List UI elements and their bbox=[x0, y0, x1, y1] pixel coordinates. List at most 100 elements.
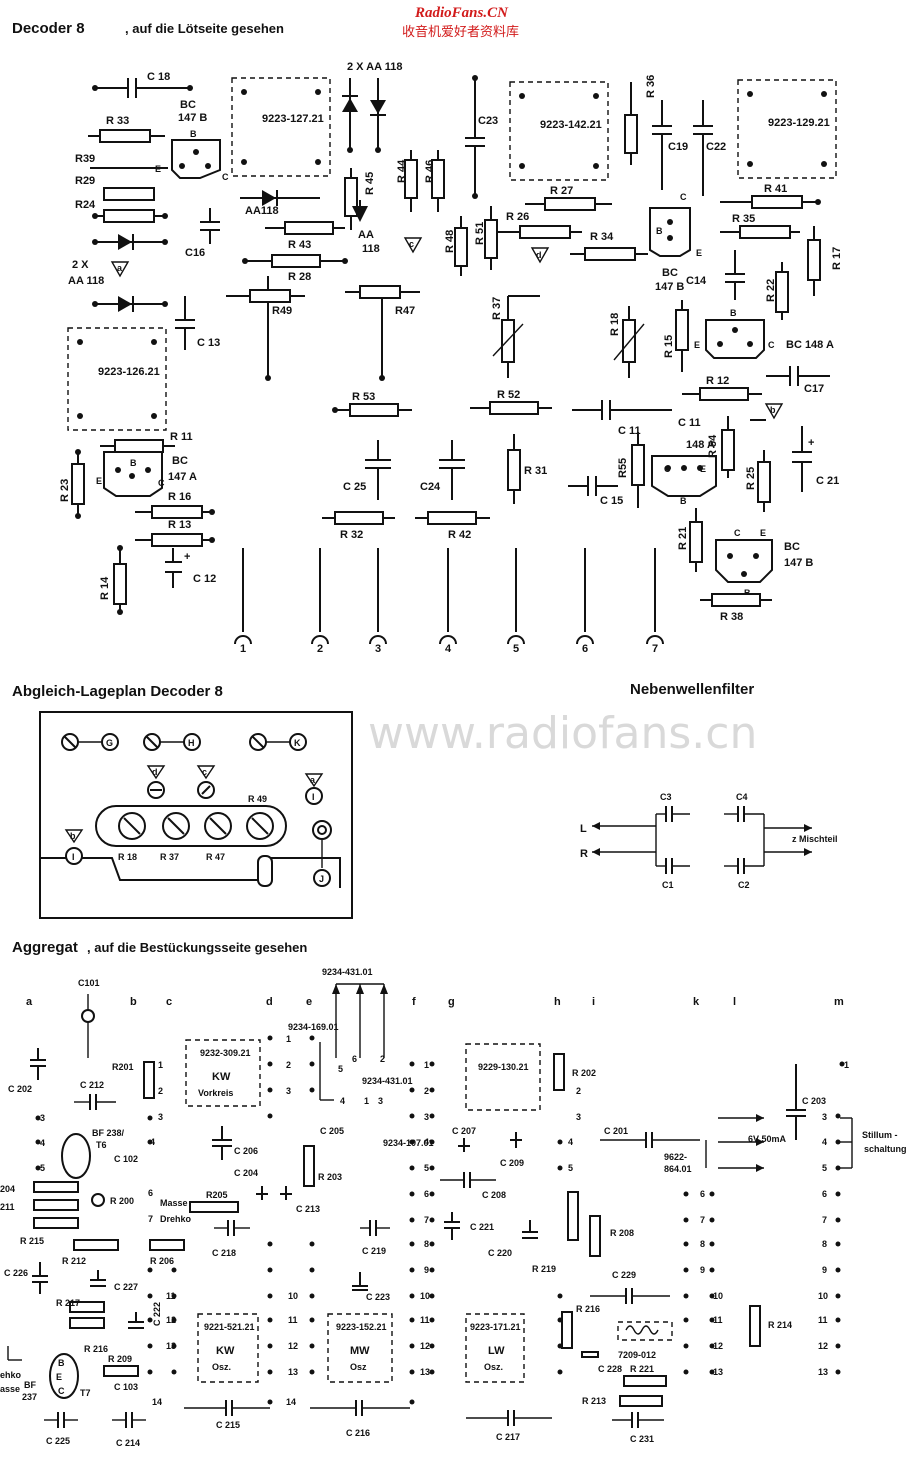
svg-text:13: 13 bbox=[818, 1367, 828, 1377]
svg-text:E: E bbox=[700, 464, 706, 474]
svg-text:MW: MW bbox=[350, 1345, 370, 1357]
svg-text:R 213: R 213 bbox=[582, 1396, 606, 1406]
watermark-site: www.radiofans.cn bbox=[368, 708, 757, 759]
svg-text:6: 6 bbox=[352, 1054, 357, 1064]
svg-text:BF 238/: BF 238/ bbox=[92, 1128, 125, 1138]
svg-text:c: c bbox=[166, 996, 172, 1008]
svg-text:9229-130.21: 9229-130.21 bbox=[478, 1062, 529, 1072]
diode-label-left: AA 118 bbox=[68, 275, 104, 287]
svg-text:148 A: 148 A bbox=[686, 439, 715, 451]
svg-text:E: E bbox=[696, 248, 702, 258]
svg-text:12: 12 bbox=[166, 1315, 176, 1325]
svg-text:R39: R39 bbox=[75, 153, 95, 165]
svg-text:864.01: 864.01 bbox=[664, 1164, 692, 1174]
svg-text:d: d bbox=[152, 767, 158, 777]
transistor-5 bbox=[715, 539, 773, 583]
filter-box-4 bbox=[67, 327, 167, 431]
module-kw-osz bbox=[197, 1313, 259, 1383]
svg-text:5: 5 bbox=[338, 1064, 343, 1074]
svg-text:BC 148 A: BC 148 A bbox=[786, 339, 834, 351]
svg-text:R 16: R 16 bbox=[168, 491, 191, 503]
svg-text:R 221: R 221 bbox=[630, 1364, 654, 1374]
svg-text:3: 3 bbox=[40, 1113, 45, 1123]
svg-text:C 206: C 206 bbox=[234, 1146, 258, 1156]
transistor-1 bbox=[171, 139, 221, 179]
svg-text:14: 14 bbox=[152, 1397, 162, 1407]
svg-text:9: 9 bbox=[700, 1265, 705, 1275]
svg-text:C16: C16 bbox=[185, 247, 205, 259]
svg-text:C 102: C 102 bbox=[114, 1154, 138, 1164]
svg-text:C 15: C 15 bbox=[600, 495, 623, 507]
svg-text:10: 10 bbox=[420, 1291, 430, 1301]
t1-label-b: 147 B bbox=[178, 112, 207, 124]
svg-text:C 201: C 201 bbox=[604, 1126, 628, 1136]
svg-text:C 221: C 221 bbox=[470, 1222, 494, 1232]
svg-text:R 48: R 48 bbox=[444, 230, 456, 253]
svg-text:C 212: C 212 bbox=[80, 1080, 104, 1090]
svg-text:9234-107.01: 9234-107.01 bbox=[383, 1138, 434, 1148]
svg-text:1: 1 bbox=[158, 1060, 163, 1070]
svg-text:C 222: C 222 bbox=[152, 1302, 162, 1326]
svg-text:C3: C3 bbox=[660, 792, 672, 802]
svg-text:R 54: R 54 bbox=[707, 434, 719, 458]
svg-text:L: L bbox=[580, 823, 587, 835]
svg-text:4: 4 bbox=[424, 1137, 429, 1147]
svg-text:2: 2 bbox=[380, 1054, 385, 1064]
svg-text:C14: C14 bbox=[686, 275, 707, 287]
svg-text:R 28: R 28 bbox=[288, 271, 311, 283]
svg-text:I: I bbox=[312, 792, 315, 802]
svg-text:C 227: C 227 bbox=[114, 1282, 138, 1292]
svg-text:R 37: R 37 bbox=[160, 852, 179, 862]
svg-text:BF: BF bbox=[24, 1380, 36, 1390]
svg-text:h: h bbox=[554, 996, 561, 1008]
svg-text:6: 6 bbox=[700, 1189, 705, 1199]
decoder-subtitle: , auf die Lötseite gesehen bbox=[125, 21, 284, 36]
svg-text:g: g bbox=[448, 996, 455, 1008]
svg-text:C 229: C 229 bbox=[612, 1270, 636, 1280]
svg-text:R 42: R 42 bbox=[448, 529, 471, 541]
svg-text:R 31: R 31 bbox=[524, 465, 547, 477]
c18-label: C 18 bbox=[147, 71, 170, 83]
svg-text:C19: C19 bbox=[668, 141, 688, 153]
module-mw-osz bbox=[327, 1313, 393, 1383]
svg-text:R 22: R 22 bbox=[765, 279, 777, 302]
svg-text:C: C bbox=[664, 464, 671, 474]
svg-text:ehko: ehko bbox=[0, 1370, 22, 1380]
svg-text:R 219: R 219 bbox=[532, 1264, 556, 1274]
svg-text:147 B: 147 B bbox=[655, 281, 684, 293]
svg-text:3: 3 bbox=[286, 1086, 291, 1096]
svg-text:9221-521.21: 9221-521.21 bbox=[204, 1322, 255, 1332]
svg-text:R 202: R 202 bbox=[572, 1068, 596, 1078]
svg-text:C 217: C 217 bbox=[496, 1432, 520, 1442]
transistor-3 bbox=[705, 319, 765, 359]
svg-text:E: E bbox=[760, 528, 766, 538]
svg-text:R 214: R 214 bbox=[768, 1320, 792, 1330]
svg-text:+: + bbox=[808, 437, 814, 449]
svg-text:C 231: C 231 bbox=[630, 1434, 654, 1444]
svg-text:k: k bbox=[693, 996, 700, 1008]
svg-text:C 228: C 228 bbox=[598, 1364, 622, 1374]
svg-text:R 52: R 52 bbox=[497, 389, 520, 401]
svg-text:10: 10 bbox=[713, 1291, 723, 1301]
svg-text:R 51: R 51 bbox=[474, 222, 486, 245]
svg-text:C 225: C 225 bbox=[46, 1436, 70, 1446]
svg-text:12: 12 bbox=[818, 1341, 828, 1351]
svg-text:d: d bbox=[266, 996, 273, 1008]
svg-text:10: 10 bbox=[818, 1291, 828, 1301]
svg-text:R 36: R 36 bbox=[645, 75, 657, 98]
svg-text:4: 4 bbox=[40, 1138, 45, 1148]
svg-text:11: 11 bbox=[420, 1315, 430, 1325]
svg-text:Stillum -: Stillum - bbox=[862, 1130, 898, 1140]
svg-text:R 38: R 38 bbox=[720, 611, 743, 623]
svg-text:R 14: R 14 bbox=[99, 576, 111, 600]
svg-text:2 X AA 118: 2 X AA 118 bbox=[347, 61, 402, 73]
svg-text:2: 2 bbox=[576, 1086, 581, 1096]
svg-text:+: + bbox=[184, 551, 190, 563]
svg-text:R: R bbox=[580, 848, 588, 860]
svg-text:R 53: R 53 bbox=[352, 391, 375, 403]
svg-text:Osz.: Osz. bbox=[484, 1362, 503, 1372]
svg-text:6V 50mA: 6V 50mA bbox=[748, 1134, 787, 1144]
svg-text:R 34: R 34 bbox=[590, 231, 614, 243]
svg-text:m: m bbox=[834, 996, 844, 1008]
svg-text:9622-: 9622- bbox=[664, 1152, 687, 1162]
